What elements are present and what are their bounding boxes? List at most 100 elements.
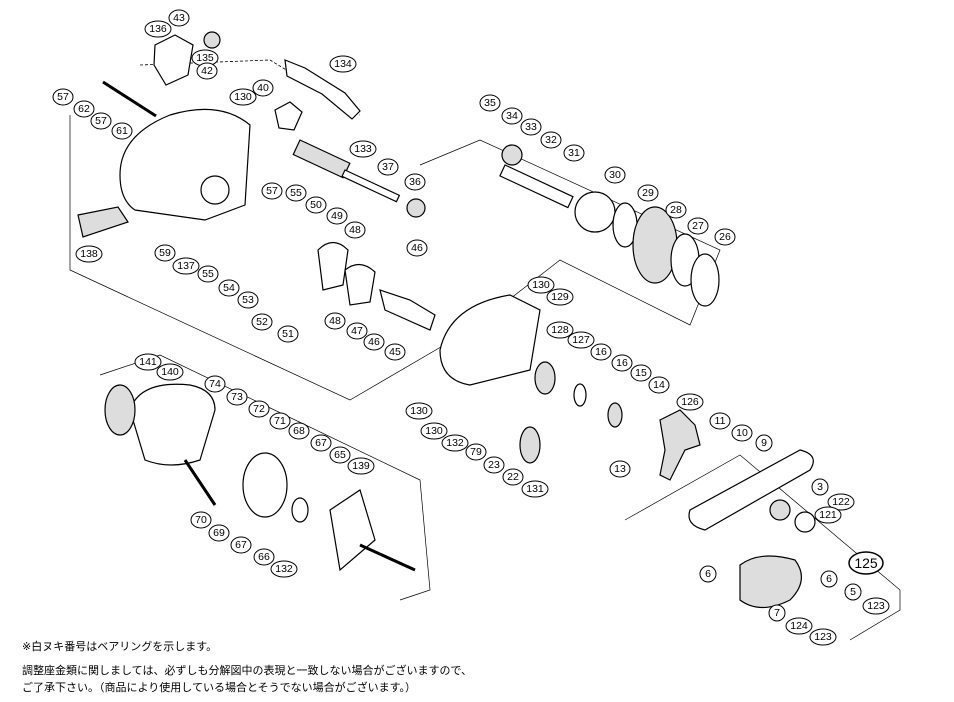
part-callout-52: 52 (251, 313, 273, 331)
callout-number: 33 (525, 121, 537, 133)
part-callout-121: 121 (814, 506, 842, 524)
main-gear-28 (632, 206, 678, 284)
callout-number: 72 (253, 403, 265, 415)
callout-oval (809, 628, 837, 646)
callout-oval (820, 570, 838, 588)
part-callout-123: 123 (809, 628, 837, 646)
part-callout-127: 127 (567, 331, 595, 349)
part-callout-72: 72 (248, 400, 270, 418)
part-callout-125: 125 (848, 551, 884, 575)
callout-oval (648, 376, 670, 394)
part-callout-79: 79 (465, 443, 487, 461)
knob-part (203, 31, 221, 49)
callout-number: 69 (213, 527, 225, 539)
callout-number: 134 (334, 58, 352, 70)
callout-number: 130 (410, 405, 428, 417)
callout-oval (168, 9, 190, 27)
callout-number: 48 (329, 315, 341, 327)
brake-68 (242, 452, 288, 518)
callout-oval (479, 94, 501, 112)
callout-oval (349, 140, 377, 158)
callout-oval (346, 322, 368, 340)
callout-number: 139 (352, 460, 370, 472)
callout-number: 9 (761, 437, 767, 449)
callout-number: 50 (310, 199, 322, 211)
callout-number: 36 (409, 176, 421, 188)
callout-number: 5 (850, 586, 856, 598)
part-callout-141: 141 (134, 353, 162, 371)
callout-oval (590, 343, 612, 361)
part-callout-57: 57 (261, 182, 283, 200)
callout-number: 40 (257, 82, 269, 94)
callout-oval (527, 276, 555, 294)
callout-number: 43 (173, 12, 185, 24)
callout-oval (208, 524, 230, 542)
callout-oval (229, 88, 257, 106)
part-callout-3: 3 (811, 478, 829, 496)
callout-number: 67 (235, 539, 247, 551)
part-callout-49: 49 (326, 207, 348, 225)
callout-number: 133 (354, 143, 372, 155)
callout-oval (269, 412, 291, 430)
callout-oval (156, 363, 184, 381)
pinion-131 (519, 426, 541, 464)
callout-number: 130 (532, 279, 550, 291)
side-plate-left (129, 383, 216, 466)
callout-oval (251, 313, 273, 331)
callout-number: 129 (551, 291, 569, 303)
part-callout-66: 66 (253, 548, 275, 566)
part-callout-29: 29 (637, 184, 659, 202)
part-callout-132: 132 (270, 560, 298, 578)
callout-oval (844, 583, 862, 601)
callout-number: 130 (234, 91, 252, 103)
part-callout-59: 59 (154, 244, 176, 262)
drive-gear-small (501, 144, 523, 166)
part-callout-55: 55 (285, 184, 307, 202)
washer-26 (690, 253, 720, 307)
part-callout-123: 123 (862, 597, 890, 615)
callout-oval (405, 402, 433, 420)
callout-number: 66 (258, 551, 270, 563)
part-callout-50: 50 (305, 196, 327, 214)
callout-oval (687, 217, 709, 235)
callout-number: 71 (274, 415, 286, 427)
part-callout-128: 128 (546, 321, 574, 339)
tube-part (292, 139, 351, 179)
part-callout-46: 46 (363, 333, 385, 351)
callout-oval (755, 434, 773, 452)
part-callout-37: 37 (377, 158, 399, 176)
bearing-note: ※白ヌキ番号はベアリングを示します。 (22, 640, 218, 653)
callout-oval (604, 166, 626, 184)
rod-part (102, 80, 157, 118)
bearing-66 (291, 497, 309, 523)
callout-number: 62 (78, 103, 90, 115)
part-callout-51: 51 (277, 325, 299, 343)
part-callout-138: 138 (75, 245, 103, 263)
callout-number: 138 (80, 248, 98, 260)
part-callout-22: 22 (502, 468, 524, 486)
star-drag-14 (607, 402, 623, 428)
callout-oval (811, 478, 829, 496)
callout-oval (52, 88, 74, 106)
callout-number: 67 (315, 437, 327, 449)
part-callout-46: 46 (406, 239, 428, 257)
part-callout-137: 137 (172, 257, 200, 275)
part-callout-139: 139 (347, 457, 375, 475)
callout-oval (709, 412, 731, 430)
callout-oval (270, 560, 298, 578)
callout-number: 65 (334, 449, 346, 461)
callout-number: 53 (242, 294, 254, 306)
callout-oval (363, 333, 385, 351)
part-callout-7: 7 (768, 604, 786, 622)
callout-number: 123 (814, 631, 832, 643)
callout-oval (546, 321, 574, 339)
callout-number: 48 (349, 224, 361, 236)
callout-oval (520, 118, 542, 136)
part-callout-71: 71 (269, 412, 291, 430)
callout-number: 46 (411, 242, 423, 254)
callout-oval (502, 468, 524, 486)
callout-oval (465, 443, 487, 461)
part-callout-54: 54 (218, 279, 240, 297)
callout-number: 32 (545, 134, 557, 146)
